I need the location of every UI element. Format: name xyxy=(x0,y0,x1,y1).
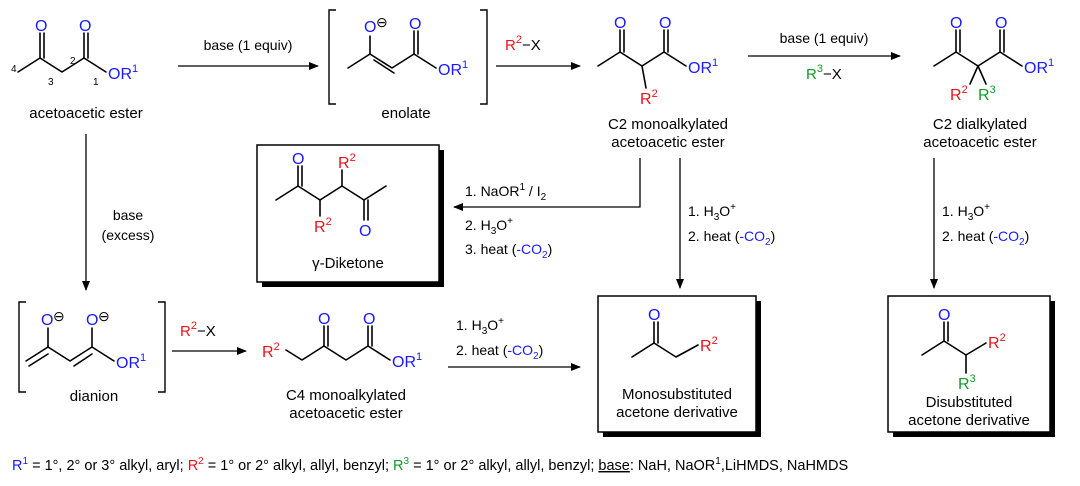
reagent-r2x: R2−X xyxy=(505,34,541,54)
r2-substituent: R2 xyxy=(950,84,968,104)
diketone-box: O O R2 R2 γ-Diketone xyxy=(256,144,444,287)
atom-o: O xyxy=(938,307,950,324)
r2-substituent: R2 xyxy=(988,332,1006,352)
monosubstituted-box: O R2 Monosubstituted acetone derivative xyxy=(597,295,761,437)
atom-o: O xyxy=(79,18,91,35)
atom-o: O xyxy=(614,15,626,32)
r2-substituent: R2 xyxy=(640,88,658,108)
locant-2: 2 xyxy=(70,56,76,67)
c2-monoalkylated-structure: O O OR1 R2 xyxy=(597,15,718,108)
or1-label: OR1 xyxy=(116,352,146,372)
or1-label: OR1 xyxy=(688,57,718,77)
atom-o: O xyxy=(659,15,671,32)
r3-substituent: R3 xyxy=(958,373,976,393)
c4-monoalkylated-structure: R2 O O OR1 xyxy=(262,311,422,371)
locant-4: 4 xyxy=(11,64,17,75)
or1-label: OR1 xyxy=(438,59,468,79)
reagent-heat-decarboxylation: 2. heat (-CO2) xyxy=(688,228,775,248)
r3-substituent: R3 xyxy=(978,84,996,104)
atom-o: O xyxy=(950,15,962,32)
reagent-heat-decarboxylation: 2. heat (-CO2) xyxy=(456,342,543,362)
r2-substituent: R2 xyxy=(700,335,718,355)
atom-o: O xyxy=(359,223,371,240)
r2-substituent: R2 xyxy=(262,341,280,361)
disubstituted-label-line2: acetone derivative xyxy=(908,412,1030,429)
atom-o: O xyxy=(363,311,375,328)
reagent-h3o: 1. H3O+ xyxy=(456,316,504,337)
disubstituted-label-line1: Disubstituted xyxy=(926,394,1013,411)
reagent-base: base xyxy=(113,207,144,223)
reagent-base-1-equiv-2: base (1 equiv) xyxy=(780,30,869,46)
r2-substituent: R2 xyxy=(314,216,332,236)
atom-o: O xyxy=(648,307,660,324)
locant-1: 1 xyxy=(93,77,99,88)
atom-o: O xyxy=(35,18,47,35)
acetoacetic-ester-label: acetoacetic ester xyxy=(29,105,142,122)
reagent-h3o: 2. H3O+ xyxy=(465,216,513,237)
or1-label: OR1 xyxy=(392,351,422,371)
c4-mono-label-line2: acetoacetic ester xyxy=(289,405,402,422)
r2-substituent: R2 xyxy=(338,152,356,172)
monosubstituted-label-line2: acetone derivative xyxy=(616,404,738,421)
diketone-label: γ-Diketone xyxy=(312,255,384,272)
reagent-r2x: R2−X xyxy=(180,320,216,340)
reagent-r3x: R3−X xyxy=(806,63,842,83)
or1-label: OR1 xyxy=(1024,57,1054,77)
negative-charge-icon: ⊖ xyxy=(98,308,110,324)
reagent-heat-decarboxylation: 2. heat (-CO2) xyxy=(942,228,1029,248)
dianion-label: dianion xyxy=(70,388,118,405)
c2-mono-label-line1: C2 monoalkylated xyxy=(608,116,728,133)
c2-dialkylated-structure: O O OR1 R2 R3 xyxy=(933,15,1054,104)
arrow-diketone-coupling xyxy=(453,158,641,211)
reagent-h3o: 1. H3O+ xyxy=(688,202,736,223)
atom-o: O xyxy=(292,151,304,168)
enolate-structure: O ⊖ O OR1 xyxy=(328,9,488,105)
reagent-excess: (excess) xyxy=(102,227,155,243)
substituent-definitions-footnote: R1 = 1°, 2° or 3° alkyl, aryl; R2 = 1° o… xyxy=(12,456,848,474)
enolate-label: enolate xyxy=(381,105,430,122)
disubstituted-box: O R2 R3 Disubstituted acetone derivative xyxy=(887,295,1055,437)
c4-mono-label-line1: C4 monoalkylated xyxy=(286,387,406,404)
acetoacetic-ester-structure: O O OR1 4 3 2 1 xyxy=(11,18,138,88)
c2-di-label-line1: C2 dialkylated xyxy=(933,116,1027,133)
c2-di-label-line2: acetoacetic ester xyxy=(923,134,1036,151)
reagent-heat-decarboxylation: 3. heat (-CO2) xyxy=(465,241,552,261)
dianion-structure: O ⊖ O ⊖ OR1 xyxy=(18,301,166,393)
atom-o: O xyxy=(318,311,330,328)
atom-o: O xyxy=(995,15,1007,32)
reagent-base-1-equiv: base (1 equiv) xyxy=(204,37,293,53)
or1-label: OR1 xyxy=(108,63,138,83)
atom-o: O xyxy=(364,19,376,36)
reagent-h3o: 1. H3O+ xyxy=(942,202,990,223)
atom-o: O xyxy=(409,16,421,33)
atom-o: O xyxy=(41,312,53,329)
reagent-naor1-i2: 1. NaOR1 / I2 xyxy=(465,182,547,203)
negative-charge-icon: ⊖ xyxy=(376,14,388,30)
monosubstituted-label-line1: Monosubstituted xyxy=(622,386,732,403)
atom-o: O xyxy=(86,312,98,329)
c2-mono-label-line2: acetoacetic ester xyxy=(611,134,724,151)
locant-3: 3 xyxy=(48,77,54,88)
negative-charge-icon: ⊖ xyxy=(53,308,65,324)
